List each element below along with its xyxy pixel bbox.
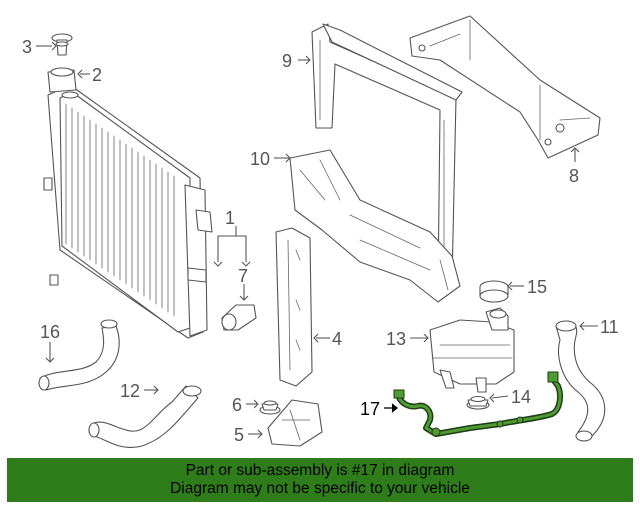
part-17-coolant-line[interactable] xyxy=(393,371,563,437)
part-5-mount-bracket xyxy=(267,399,323,447)
info-banner: Part or sub-assembly is #17 in diagram D… xyxy=(7,458,633,502)
banner-line-1: Part or sub-assembly is #17 in diagram xyxy=(185,462,455,479)
callout-8: 8 xyxy=(569,166,579,186)
part-6-grommet xyxy=(259,400,281,415)
callout-2: 2 xyxy=(92,65,102,85)
part-2-grommet xyxy=(47,67,79,99)
callout-4: 4 xyxy=(332,329,342,349)
part-13-expansion-tank xyxy=(429,307,515,393)
part-11-hose xyxy=(555,320,606,442)
callout-3: 3 xyxy=(22,37,32,57)
part-12-hose xyxy=(88,385,202,448)
part-14-grommet xyxy=(466,395,490,410)
callout-5: 5 xyxy=(234,425,244,445)
part-3-clip xyxy=(51,33,73,56)
callout-15: 15 xyxy=(527,277,547,297)
callout-9: 9 xyxy=(282,51,292,71)
callout-16: 16 xyxy=(40,322,60,342)
part-4-side-bracket xyxy=(275,227,313,387)
callout-11: 11 xyxy=(600,317,619,337)
part-7-sensor xyxy=(221,304,257,331)
radiator-assembly xyxy=(43,84,213,339)
callout-6: 6 xyxy=(232,395,242,415)
callout-14: 14 xyxy=(511,387,531,407)
part-16-hose xyxy=(38,319,120,391)
callout-10: 10 xyxy=(250,149,270,169)
part-15-cap xyxy=(479,280,509,303)
exploded-parts-diagram: 3 2 1 7 4 5 6 9 8 10 13 15 14 11 16 12 1… xyxy=(22,15,619,448)
part-8-cross-member xyxy=(409,15,601,159)
callout-7: 7 xyxy=(238,266,248,286)
banner-line-2: Diagram may not be specific to your vehi… xyxy=(170,480,470,497)
callout-1: 1 xyxy=(225,208,235,228)
callout-12: 12 xyxy=(120,381,140,401)
leader-lines xyxy=(36,41,598,439)
callout-13: 13 xyxy=(386,329,406,349)
part-10-air-duct xyxy=(289,149,461,303)
callout-17: 17 xyxy=(360,399,380,419)
